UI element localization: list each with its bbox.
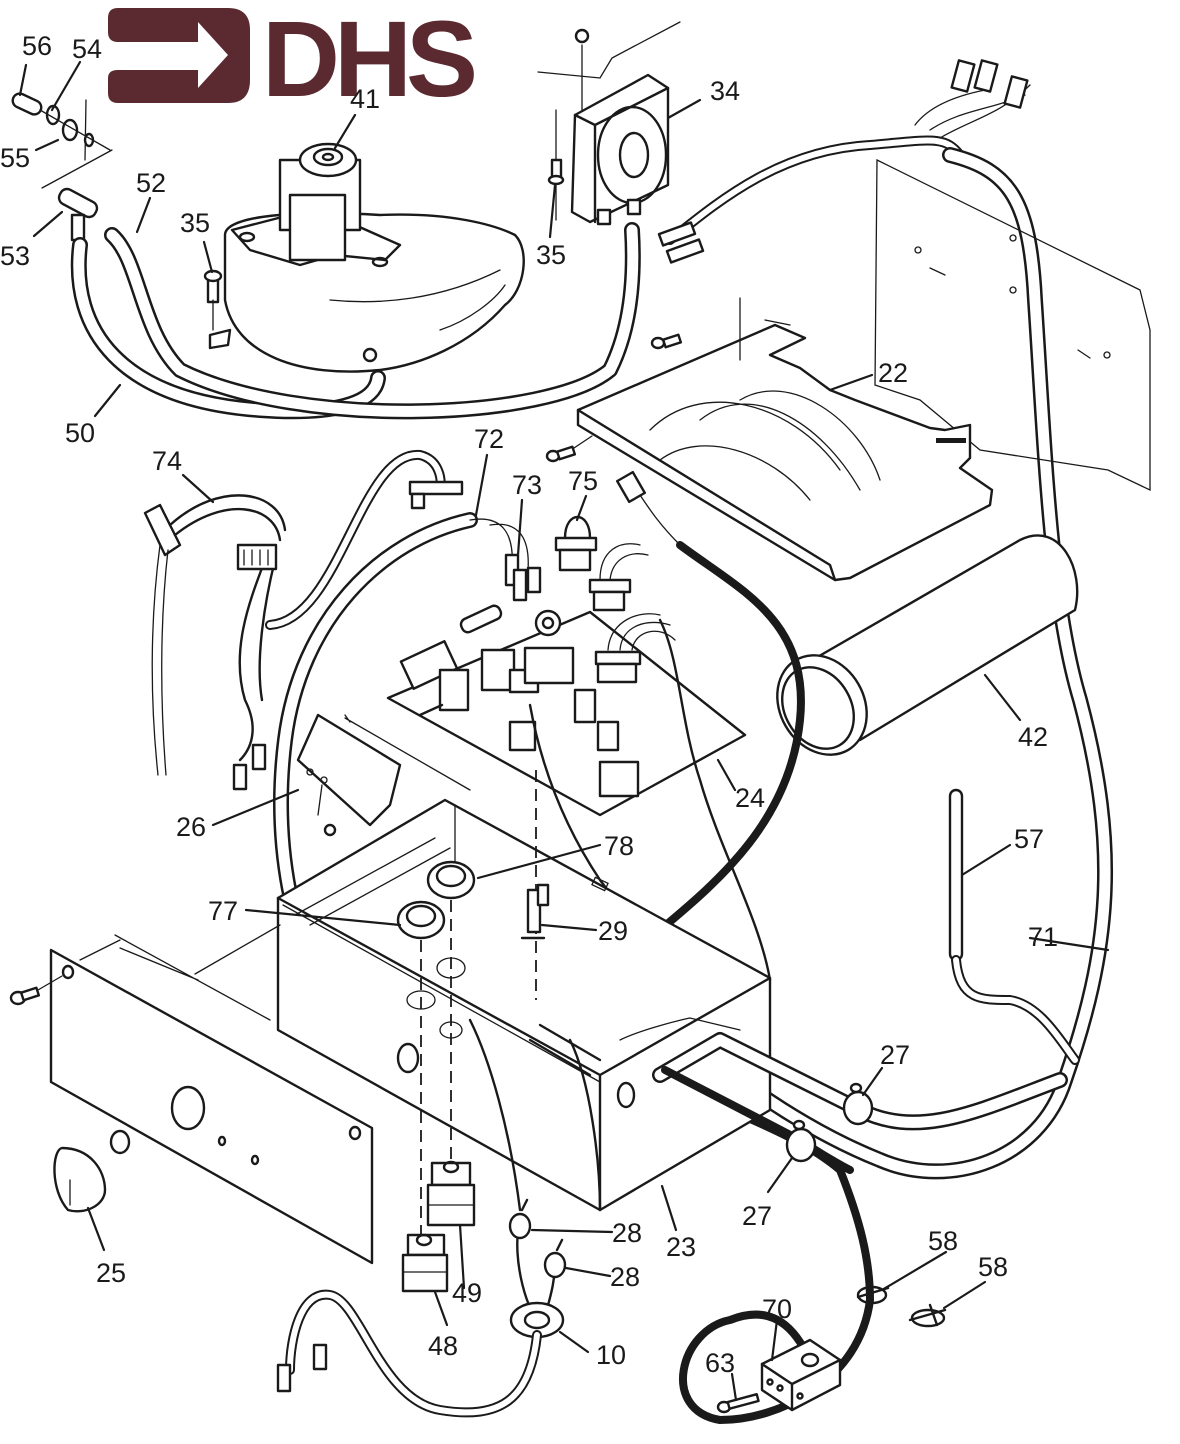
callout-42: 42 [1018,722,1048,752]
callout-41: 41 [350,84,380,114]
callout-27-upper: 27 [880,1040,910,1070]
locknut-78 [426,860,476,900]
back-panel [874,158,1151,492]
nut [574,28,590,44]
pressure-switch-34 [537,21,681,226]
callout-22: 22 [878,358,908,388]
wire-harness-71 [657,59,1113,1180]
locknut-77 [396,900,446,940]
callout-54: 54 [72,34,102,64]
logo-text: DHS [262,0,474,119]
clip-27-upper [842,1082,874,1126]
callout-labels: 56 54 55 53 52 41 35 35 34 50 22 74 72 7… [0,31,1058,1378]
clip-58-loose [908,1303,947,1328]
callout-55: 55 [0,143,30,173]
fitting-49 [426,1160,476,1227]
clip-27-lower [785,1119,817,1163]
callout-28-lower: 28 [610,1262,640,1292]
callout-70: 70 [762,1294,792,1324]
callout-63: 63 [705,1348,735,1378]
part-53-tee [57,187,99,219]
blower-41 [208,142,525,373]
hose-52 [104,222,641,420]
connectors-73 [504,553,542,602]
wire-harness-74 [143,494,287,791]
callout-58-loose: 58 [978,1252,1008,1282]
callout-72: 72 [474,424,504,454]
callout-74: 74 [152,446,182,476]
knockout [396,1042,420,1074]
callout-23: 23 [666,1232,696,1262]
callout-25: 25 [96,1258,126,1288]
callout-35-left: 35 [180,208,210,238]
callout-50: 50 [65,418,95,448]
screw-35-right [547,109,565,221]
sensor-29 [520,770,550,1000]
callout-48: 48 [428,1331,458,1361]
control-board-24 [386,543,772,1082]
bracket-26 [296,713,471,837]
screw-35-left [203,269,223,331]
knob-25 [53,1129,131,1213]
sensor-28-lower [543,1238,567,1322]
callout-78: 78 [604,831,634,861]
fuse [459,604,503,634]
callout-52: 52 [136,168,166,198]
callout-28-upper: 28 [612,1218,642,1248]
wire [468,1018,522,1212]
callout-73: 73 [512,470,542,500]
callout-35-right: 35 [536,240,566,270]
screw-22-side [545,435,593,463]
connector-plug [408,480,464,496]
callout-53: 53 [0,241,30,271]
callout-26: 26 [176,812,206,842]
callout-57: 57 [1014,824,1044,854]
callout-56: 56 [22,31,52,61]
right-arrow-logo-icon [108,8,250,103]
fitting-assembly [11,92,113,242]
jumper-75 [554,516,598,572]
callout-75: 75 [568,466,598,496]
callout-34: 34 [710,76,740,106]
callout-77: 77 [208,896,238,926]
spade-connector [1003,75,1029,109]
callout-49: 49 [452,1278,482,1308]
lead-wire [276,1289,542,1418]
callout-29: 29 [598,916,628,946]
part-56-pin [11,92,43,116]
callout-24: 24 [735,783,765,813]
screw-22-top [650,333,683,350]
callout-10: 10 [596,1340,626,1370]
screw-63 [716,1393,760,1414]
leader-lines [18,60,1110,1402]
spade-connector [973,59,999,93]
front-panel [49,924,374,1265]
cover-plate-22 [576,297,994,582]
dhs-logo: DHS [108,0,480,119]
callout-71: 71 [1028,922,1058,952]
callout-27-lower: 27 [742,1201,772,1231]
spade-connector [950,59,976,93]
wire [568,1038,602,1212]
connector-70 [760,1338,842,1412]
callout-58-attached: 58 [928,1226,958,1256]
screw-front-panel [9,975,63,1006]
part-53-tee-stem [70,213,86,242]
fitting-48 [401,1233,449,1293]
